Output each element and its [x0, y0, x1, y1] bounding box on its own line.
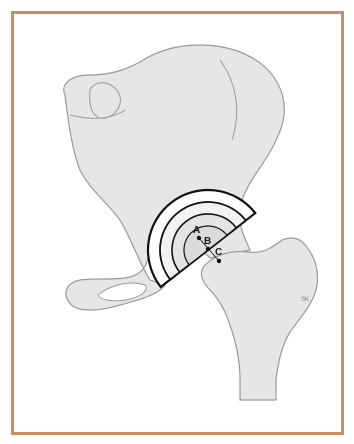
label-a: A — [193, 225, 200, 236]
label-c: C — [215, 247, 222, 258]
label-b: B — [204, 236, 211, 247]
artist-mark: SK — [301, 297, 309, 303]
